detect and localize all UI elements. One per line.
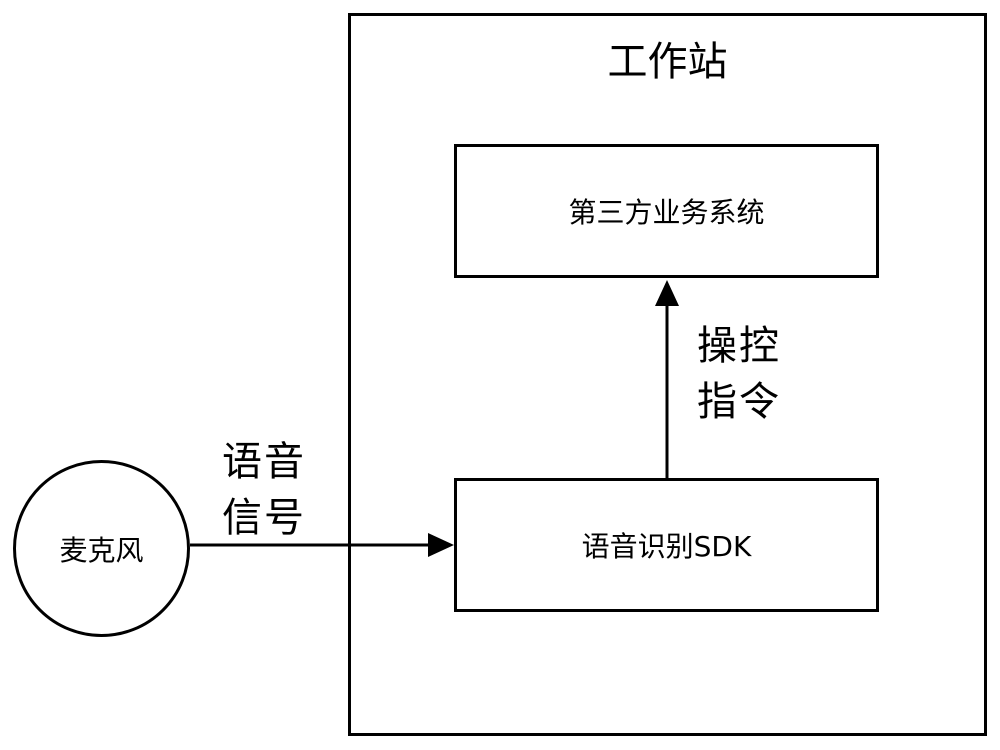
- speech-sdk-box: 语音识别SDK: [454, 478, 879, 612]
- workstation-title: 工作站: [607, 39, 728, 85]
- voice-signal-label: 语音 信号: [222, 434, 306, 546]
- voice-signal-line2: 信号: [222, 495, 306, 541]
- voice-signal-line1: 语音: [222, 439, 306, 485]
- control-command-line2: 指令: [697, 379, 781, 425]
- microphone-node: 麦克风: [13, 460, 190, 637]
- third-party-system-box: 第三方业务系统: [454, 144, 879, 278]
- voice-signal-arrowhead: [428, 533, 454, 557]
- control-command-line1: 操控: [697, 323, 781, 369]
- control-command-label: 操控 指令: [697, 318, 781, 430]
- speech-sdk-label: 语音识别SDK: [581, 530, 752, 563]
- third-party-system-label: 第三方业务系统: [568, 196, 765, 229]
- control-command-arrowhead: [655, 280, 679, 306]
- microphone-label: 麦克风: [59, 533, 144, 567]
